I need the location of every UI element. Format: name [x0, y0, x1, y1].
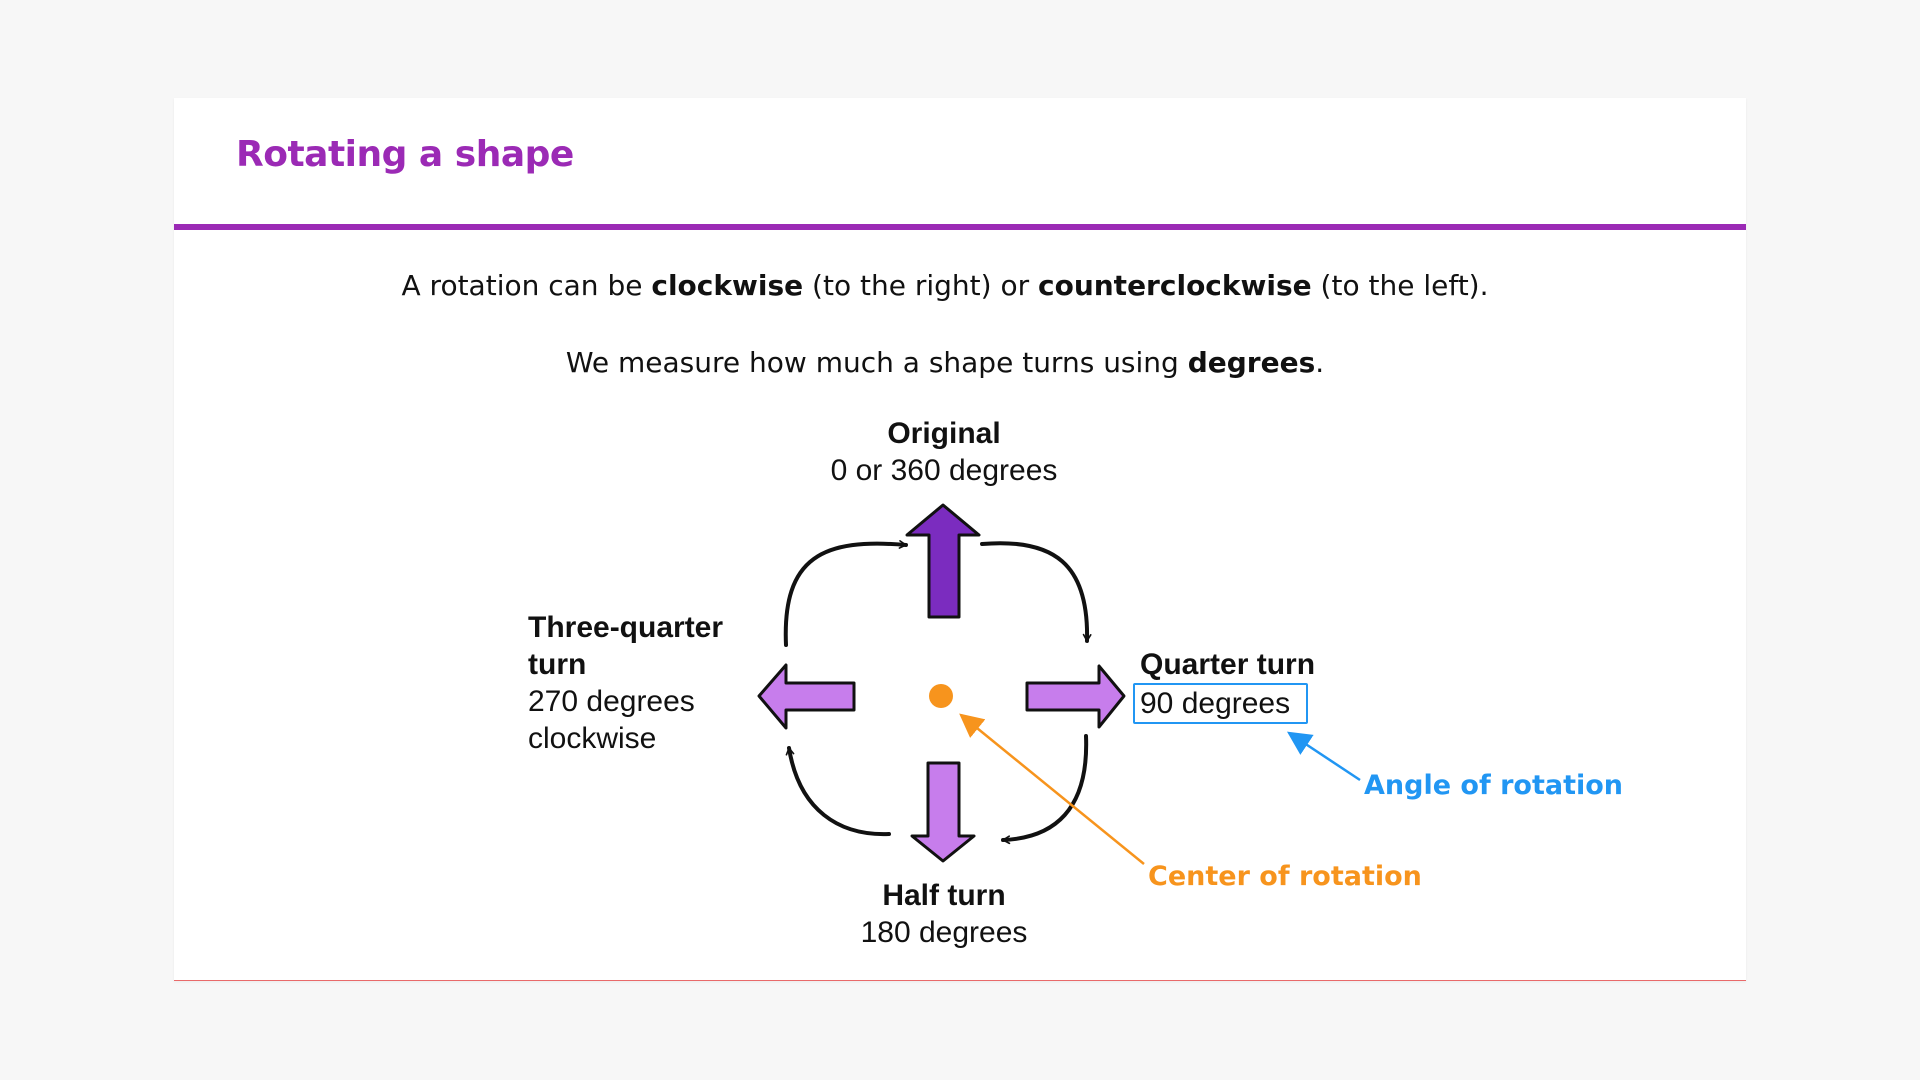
- half-degrees: 180 degrees: [860, 916, 1028, 949]
- intro-line-2: We measure how much a shape turns using …: [159, 346, 1731, 379]
- label-original: Original 0 or 360 degrees: [819, 415, 1069, 489]
- callout-center-of-rotation: Center of rotation: [1148, 861, 1422, 892]
- quarter-degrees: 90 degrees: [1140, 687, 1291, 720]
- intro-2-text-a: We measure how much a shape turns using: [565, 346, 1188, 379]
- slide-bottom-border: [174, 980, 1746, 981]
- left-arrow-icon: [757, 663, 856, 730]
- slide-header: Rotating a shape: [174, 98, 1746, 230]
- intro-1-text-a: A rotation can be: [401, 269, 652, 302]
- intro-1-counterclockwise: counterclockwise: [1037, 269, 1312, 302]
- angle-pointer-line: [1286, 731, 1361, 782]
- rotation-diagram-graphic: [757, 503, 1361, 865]
- intro-2-text-b: .: [1315, 346, 1325, 379]
- label-half-turn: Half turn 180 degrees: [819, 877, 1069, 951]
- quarter-heading: Quarter turn: [1140, 648, 1316, 681]
- original-heading: Original: [887, 417, 1001, 450]
- center-pointer-line: [959, 713, 1145, 865]
- center-dot-icon: [929, 684, 953, 708]
- intro-line-1: A rotation can be clockwise (to the righ…: [159, 269, 1731, 302]
- callout-angle-of-rotation: Angle of rotation: [1364, 770, 1624, 801]
- up-arrow-icon: [905, 503, 981, 619]
- down-arrow-icon: [910, 761, 976, 863]
- angle-highlight-box: 90 degrees: [1133, 683, 1309, 724]
- intro-1-text-c: (to the left).: [1311, 269, 1489, 302]
- right-arrow-icon: [1025, 664, 1126, 729]
- intro-1-clockwise: clockwise: [651, 269, 804, 302]
- header-divider: [174, 224, 1746, 230]
- rotation-diagram: Original 0 or 360 degrees Quarter turn 9…: [174, 98, 1746, 981]
- half-heading: Half turn: [882, 879, 1006, 912]
- intro-1-text-b: (to the right) or: [803, 269, 1038, 302]
- label-quarter-turn: Quarter turn 90 degrees: [1133, 646, 1316, 724]
- intro-2-degrees: degrees: [1187, 346, 1316, 379]
- three-quarter-heading-1: Three-quarter: [528, 611, 724, 644]
- three-quarter-degrees: 270 degrees: [528, 685, 695, 718]
- curve-arrow-top-left-icon: [783, 540, 908, 647]
- three-quarter-direction: clockwise: [528, 722, 657, 755]
- curve-arrow-top-right-icon: [980, 541, 1092, 643]
- curve-arrow-bottom-right-icon: [1001, 734, 1089, 845]
- three-quarter-heading-2: turn: [528, 648, 587, 681]
- slide-title: Rotating a shape: [236, 134, 574, 175]
- curve-arrow-bottom-left-icon: [785, 746, 891, 837]
- original-degrees: 0 or 360 degrees: [830, 454, 1058, 487]
- slide-card: Rotating a shape A rotation can be clock…: [174, 98, 1746, 981]
- label-three-quarter-turn: Three-quarter turn 270 degrees clockwise: [528, 609, 723, 757]
